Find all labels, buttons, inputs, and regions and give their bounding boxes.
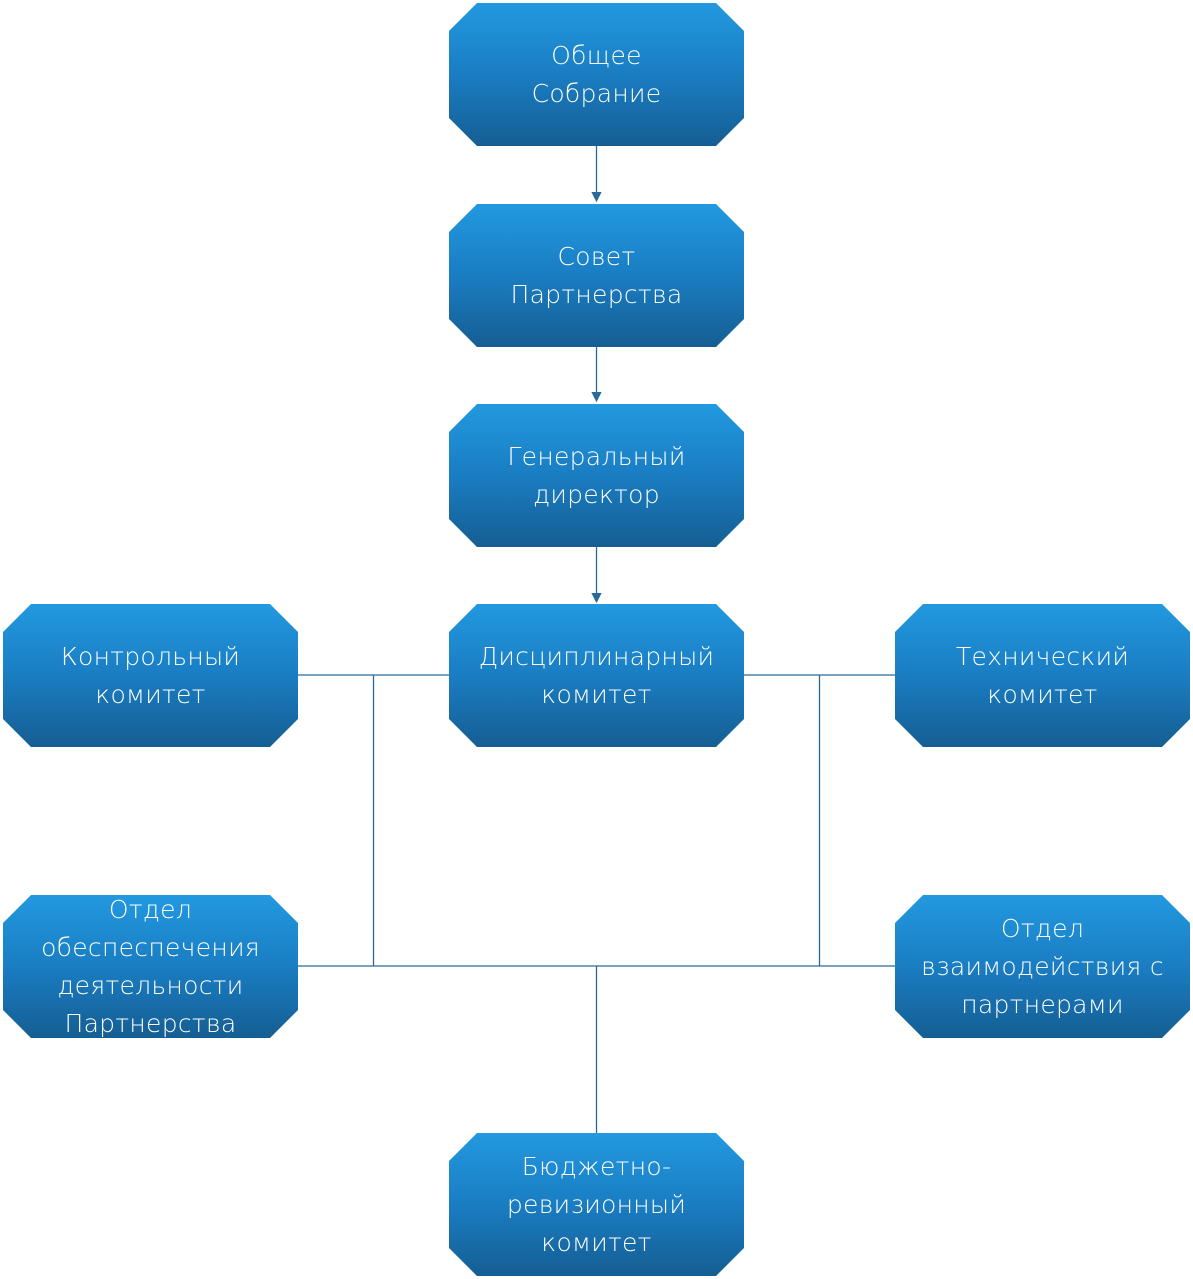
node-label: Совет Партнерства: [510, 241, 683, 309]
node-partnership-council: Совет Партнерства: [449, 204, 744, 347]
node-budget-audit-committee: Бюджетно- ревизионный комитет: [449, 1133, 744, 1276]
node-disciplinary-committee: Дисциплинарный комитет: [449, 604, 744, 747]
node-label: Отдел обеспеспечения деятельности Партне…: [41, 894, 260, 1038]
node-label: Контрольный комитет: [60, 641, 241, 709]
node-technical-committee: Технический комитет: [895, 604, 1190, 747]
node-label: Генеральный директор: [507, 441, 686, 509]
node-label: Технический комитет: [955, 641, 1130, 709]
node-control-committee: Контрольный комитет: [3, 604, 298, 747]
node-general-director: Генеральный директор: [449, 404, 744, 547]
node-label: Бюджетно- ревизионный комитет: [506, 1151, 687, 1257]
node-general-assembly: Общее Собрание: [449, 3, 744, 146]
node-label: Общее Собрание: [531, 40, 662, 108]
node-label: Дисциплинарный комитет: [478, 641, 715, 709]
node-partner-relations-department: Отдел взаимодействия с партнерами: [895, 895, 1190, 1038]
node-support-department: Отдел обеспеспечения деятельности Партне…: [3, 895, 298, 1038]
node-label: Отдел взаимодействия с партнерами: [921, 913, 1164, 1019]
